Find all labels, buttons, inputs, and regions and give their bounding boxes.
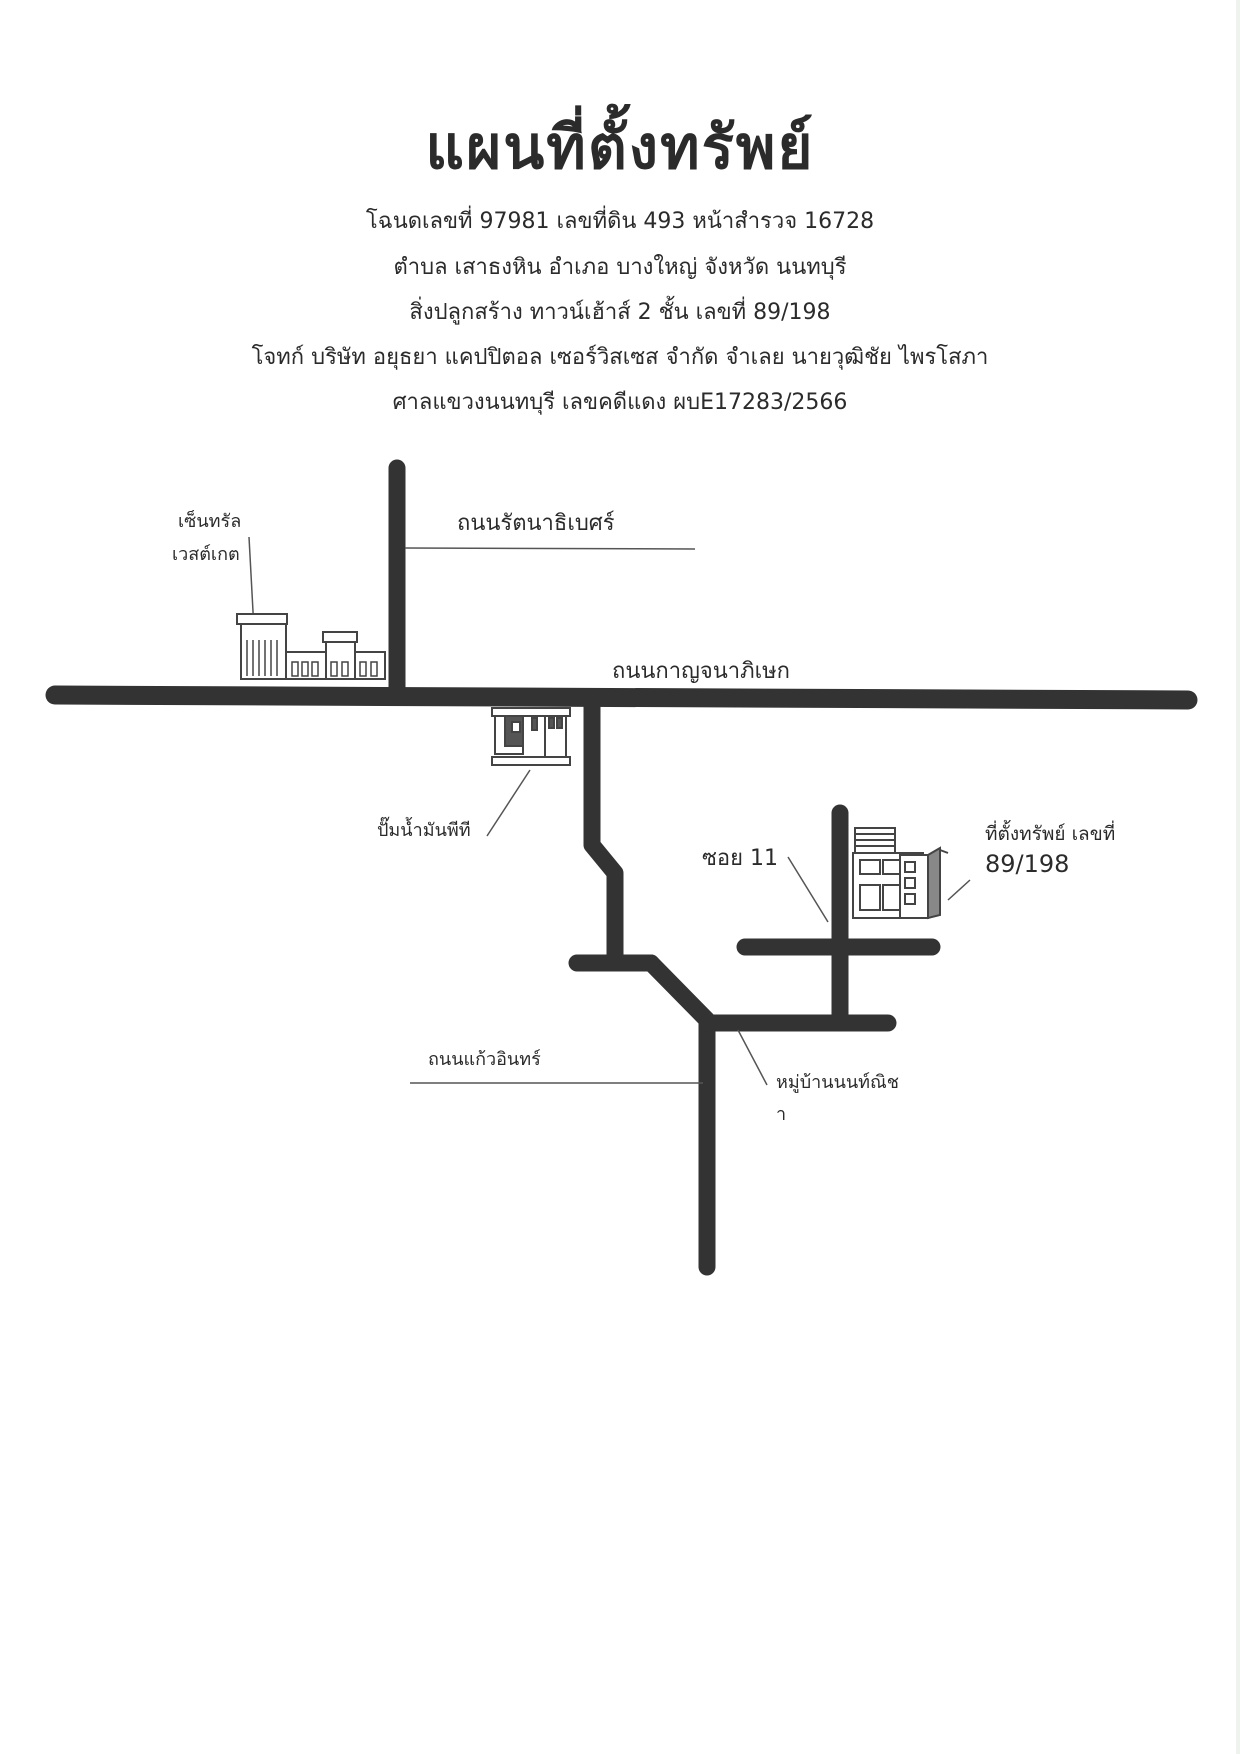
rattanathibet-leader bbox=[404, 547, 696, 550]
court-info-line: ศาลแขวงนนทบุรี เลขคดีแดง ผบE17283/2566 bbox=[392, 390, 848, 415]
road-network bbox=[45, 459, 1198, 1276]
gas-station-label: ปั๊มน้ำมันพีที bbox=[377, 816, 471, 841]
soi-11-leader bbox=[787, 856, 829, 923]
building-info-line: สิ่งปลูกสร้าง ทาวน์เฮ้าส์ 2 ชั้น เลขที่ … bbox=[409, 300, 831, 325]
village-label-line1: หมู่บ้านนนท์ณิช bbox=[776, 1072, 899, 1093]
parties-info-line: โจทก์ บริษัท อยุธยา แคปปิตอล เซอร์วิสเซส… bbox=[251, 345, 989, 370]
kanchanaphisek-road-label: ถนนกาญจนาภิเษก bbox=[612, 659, 790, 684]
leader-lines bbox=[248, 536, 971, 1086]
road-kanchanaphisek bbox=[45, 685, 1198, 710]
rattanathibet-road-label: ถนนรัตนาธิเบศร์ bbox=[457, 511, 615, 536]
gas-station-leader bbox=[486, 769, 531, 837]
mall-building-icon bbox=[236, 613, 386, 680]
village-label-line2: า bbox=[776, 1104, 786, 1125]
gas-station-icon bbox=[491, 707, 571, 766]
property-leader bbox=[947, 879, 971, 901]
deed-info-line: โฉนดเลขที่ 97981 เลขที่ดิน 493 หน้าสำรวจ… bbox=[365, 209, 875, 234]
page-edge bbox=[1236, 0, 1240, 1754]
location-info-line: ตำบล เสาธงหิน อำเภอ บางใหญ่ จังหวัด นนทบ… bbox=[393, 255, 847, 280]
property-label: ที่ตั้งทรัพย์ เลขที่ bbox=[985, 820, 1115, 845]
property-number: 89/198 bbox=[985, 850, 1069, 878]
page-title: แผนที่ตั้งทรัพย์ bbox=[425, 113, 815, 183]
mall-label-line2: เวสต์เกต bbox=[172, 544, 240, 565]
village-leader bbox=[737, 1029, 768, 1086]
soi-11-label: ซอย 11 bbox=[702, 846, 778, 871]
mall-label-line1: เซ็นทรัล bbox=[178, 509, 241, 532]
road-main-branch bbox=[583, 691, 716, 1276]
kaeo-in-road-label: ถนนแก้วอินทร์ bbox=[428, 1049, 541, 1070]
property-townhouse-icon bbox=[852, 827, 949, 920]
